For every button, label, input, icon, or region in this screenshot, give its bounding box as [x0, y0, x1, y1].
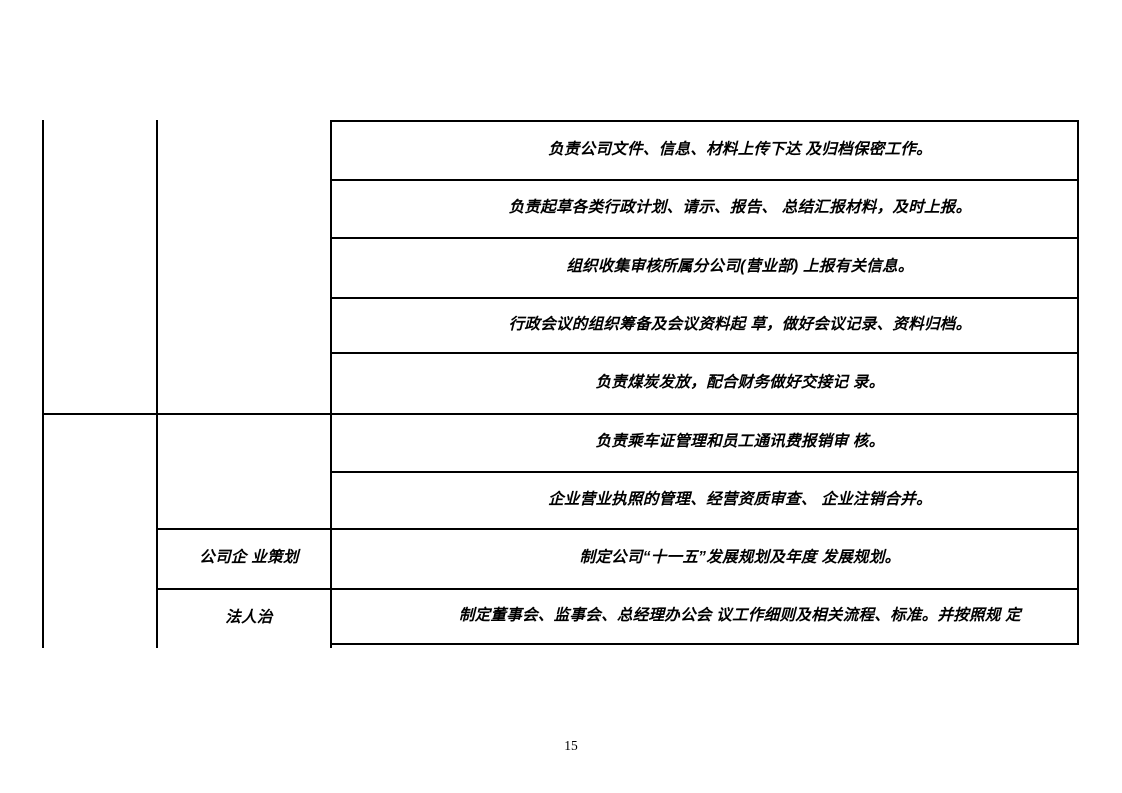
dept-cell-corporate-governance: 法人治: [225, 609, 273, 627]
table-row-divider-line: [330, 471, 1079, 473]
duty-cell-1: 负责公司文件、信息、材料上传下达 及归档保密工作。: [548, 140, 932, 158]
table-top-border-line: [330, 120, 1079, 122]
table-left-border-line: [42, 120, 44, 648]
dept-cell-company-planning: 公司企 业策划: [199, 549, 299, 567]
duty-cell-9: 制定董事会、监事会、总经理办公会 议工作细则及相关流程、标准。并按照规 定: [458, 606, 1022, 624]
table-col2-col3-divider-line: [330, 120, 332, 648]
table-row-divider-line: [330, 179, 1079, 181]
duty-cell-5: 负责煤炭发放，配合财务做好交接记 录。: [595, 373, 885, 391]
page-number: 15: [564, 738, 578, 753]
duty-cell-7: 企业营业执照的管理、经营资质审查、 企业注销合并。: [548, 490, 932, 508]
table-bottom-border-line: [330, 643, 1079, 645]
table-row-divider-line: [330, 297, 1079, 299]
table-right-border-line: [1077, 120, 1079, 643]
table-row-divider-line: [156, 588, 1079, 590]
duty-cell-3: 组织收集审核所属分公司(营业部) 上报有关信息。: [566, 258, 914, 276]
table-col1-col2-divider-line: [156, 120, 158, 648]
table-row-divider-line: [330, 237, 1079, 239]
duty-cell-8: 制定公司“十一五”发展规划及年度 发展规划。: [579, 549, 901, 567]
table-row-divider-line: [156, 528, 1079, 530]
table-row-divider-line: [330, 352, 1079, 354]
duty-cell-2: 负责起草各类行政计划、请示、报告、 总结汇报材料，及时上报。: [508, 199, 972, 217]
duty-cell-4: 行政会议的组织筹备及会议资料起 草，做好会议记录、资料归档。: [508, 315, 972, 333]
duty-cell-6: 负责乘车证管理和员工通讯费报销审 核。: [595, 433, 885, 451]
table-section-divider-line: [42, 413, 1079, 415]
